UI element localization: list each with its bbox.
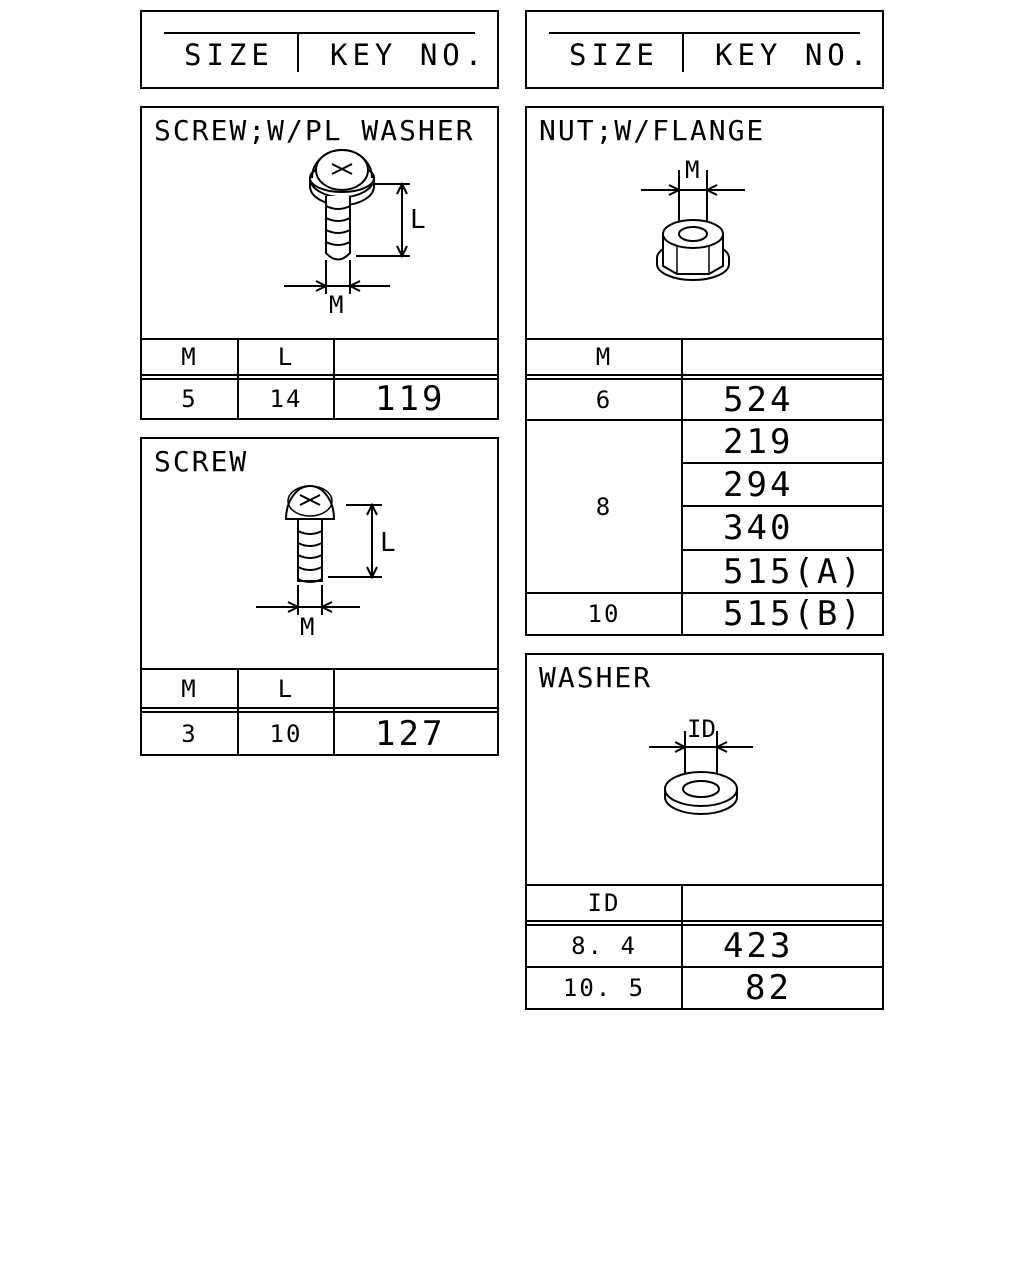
- nut-flange-panel: NUT;W/FLANGE M M 6 524 8 219 294 340 515…: [525, 106, 884, 636]
- table-divider: [237, 338, 239, 418]
- cell-id: 10. 5: [562, 974, 646, 1002]
- table-rule: [682, 549, 882, 551]
- table-rule: [527, 920, 882, 922]
- table-rule: [142, 711, 497, 713]
- dim-m-label: M: [329, 291, 343, 319]
- washer-icon: ID: [649, 715, 753, 815]
- table-rule: [682, 505, 882, 507]
- col-header-m: M: [181, 674, 198, 703]
- table-divider: [681, 884, 683, 1008]
- cell-id: 8. 4: [571, 932, 637, 960]
- table-rule: [142, 668, 497, 670]
- panel-title: SCREW: [154, 445, 249, 478]
- table-rule: [142, 338, 497, 340]
- cell-key-no: 294: [723, 464, 794, 505]
- cell-m: 8: [595, 492, 613, 521]
- col-header-m: M: [595, 343, 613, 371]
- cell-m: 5: [181, 385, 198, 413]
- header-rule: [549, 32, 860, 34]
- dim-m-label: M: [300, 613, 314, 641]
- size-label: SIZE: [184, 38, 274, 72]
- table-rule: [527, 924, 882, 926]
- table-rule: [527, 592, 882, 594]
- cell-l: 14: [269, 385, 303, 413]
- cell-key-no: 515(B): [723, 594, 864, 634]
- table-rule: [527, 419, 882, 421]
- screw-washer-icon: L M: [284, 149, 426, 319]
- size-key-header-right: SIZE KEY NO.: [525, 10, 884, 89]
- cell-m: 6: [595, 385, 613, 414]
- col-header-l: L: [277, 674, 295, 703]
- cell-key-no: 524: [723, 379, 794, 420]
- cell-key-no: 219: [723, 421, 794, 462]
- table-rule: [527, 884, 882, 886]
- flange-nut-icon: M: [641, 156, 745, 281]
- header-divider: [682, 34, 684, 72]
- cell-key-no: 82: [745, 968, 792, 1008]
- cell-m: 3: [181, 719, 198, 748]
- col-header-l: L: [277, 343, 295, 371]
- cell-key-no: 515(A): [723, 551, 864, 592]
- table-rule: [527, 378, 882, 380]
- size-key-header-left: SIZE KEY NO.: [140, 10, 499, 89]
- dim-m-label: M: [685, 156, 699, 184]
- panel-title: WASHER: [539, 661, 653, 694]
- header-rule: [164, 32, 475, 34]
- header-divider: [297, 34, 299, 72]
- table-divider: [681, 338, 683, 634]
- table-rule: [142, 707, 497, 709]
- dim-id-label: ID: [687, 715, 716, 743]
- table-rule: [527, 374, 882, 376]
- dim-l-label: L: [410, 205, 426, 235]
- cell-key-no: 119: [375, 379, 446, 419]
- table-rule: [142, 374, 497, 376]
- table-rule: [527, 966, 882, 968]
- table-rule: [527, 338, 882, 340]
- col-header-id: ID: [587, 889, 621, 917]
- cell-key-no: 423: [723, 926, 794, 966]
- col-header-m: M: [181, 343, 198, 371]
- panel-title: NUT;W/FLANGE: [539, 114, 766, 147]
- table-divider: [333, 338, 335, 418]
- screw-panel: SCREW L M M L 3 10 127: [140, 437, 499, 756]
- screw-washer-panel: SCREW;W/PL WASHER L M M L 5 14 119: [140, 106, 499, 420]
- cell-key-no: 127: [375, 713, 446, 754]
- table-divider: [237, 668, 239, 754]
- key-no-label: KEY NO.: [715, 38, 873, 72]
- size-label: SIZE: [569, 38, 659, 72]
- cell-m: 10: [587, 600, 621, 628]
- panel-title: SCREW;W/PL WASHER: [154, 114, 475, 147]
- cell-l: 10: [269, 719, 303, 748]
- dim-l-label: L: [380, 528, 396, 558]
- washer-panel: WASHER ID ID 8. 4 423 10. 5 82: [525, 653, 884, 1010]
- key-no-label: KEY NO.: [330, 38, 488, 72]
- table-rule: [142, 378, 497, 380]
- table-rule: [682, 462, 882, 464]
- table-divider: [333, 668, 335, 754]
- cell-key-no: 340: [723, 508, 794, 548]
- screw-icon: L M: [256, 485, 396, 641]
